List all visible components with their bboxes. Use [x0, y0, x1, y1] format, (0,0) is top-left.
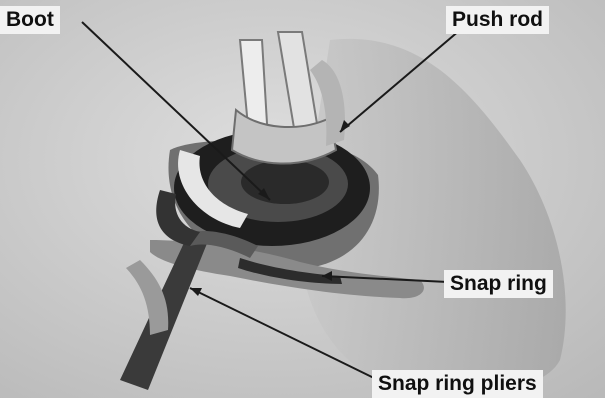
label-snap-ring: Snap ring	[444, 270, 553, 298]
label-push-rod: Push rod	[446, 6, 549, 34]
label-boot: Boot	[0, 6, 60, 34]
boot-opening	[241, 160, 329, 204]
label-snap-ring-pliers: Snap ring pliers	[372, 370, 543, 398]
